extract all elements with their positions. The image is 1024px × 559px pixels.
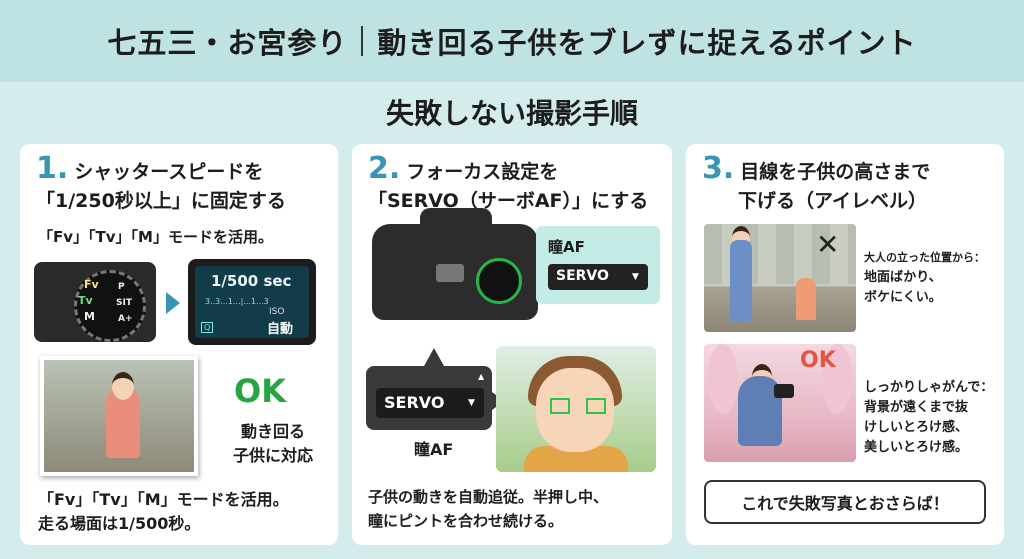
- mode-dial-ring: [74, 270, 146, 342]
- dial-label-tv: Tv: [78, 294, 93, 307]
- servo-select[interactable]: SERVO ▼: [548, 264, 648, 290]
- good-angle-scene: OK: [704, 344, 856, 462]
- dial-label-sit: SIT: [116, 298, 132, 308]
- step1-footer-line2: 走る場面は1/500秒。: [38, 514, 201, 533]
- step2-card: 2.フォーカス設定を 「SERVO（サーボAF）」にする 瞳AF SERVO ▼…: [352, 144, 672, 545]
- bubble-chevron-down-icon: ▼: [468, 398, 475, 408]
- dial-label-auto: A+: [118, 314, 133, 324]
- step3-heading-line2: 下げる（アイレベル）: [738, 190, 928, 212]
- step3-ok-label: OK: [800, 348, 836, 373]
- adult-figure: [730, 240, 752, 322]
- step2-footer-line2: 瞳にピントを合わせ続ける。: [368, 512, 564, 530]
- step1-number: 1.: [36, 151, 69, 186]
- bad-angle-scene: ✕: [704, 224, 856, 332]
- header-title-right: 動き回る子供をブレずに捉えるポイント: [377, 26, 917, 60]
- step3-card: 3.目線を子供の高さまで 下げる（アイレベル） ✕ 大人の立った位置から： 地面…: [686, 144, 1004, 545]
- step1-footer-line1: 「Fv」「Tv」「M」モードを活用。: [38, 490, 289, 509]
- step2-heading-line1: フォーカス設定を: [406, 161, 559, 183]
- step1-heading-line2: 「1/250秒以上」に固定する: [36, 190, 286, 212]
- running-child-photo: [40, 356, 198, 476]
- final-message-box: これで失敗写真とおさらば！: [704, 480, 986, 524]
- header-separator: [361, 26, 364, 56]
- camera-icon: [774, 384, 794, 398]
- dial-label-p: P: [118, 282, 125, 292]
- dial-label-m: M: [84, 310, 95, 323]
- page-subtitle: 失敗しない撮影手順: [385, 97, 638, 130]
- good-text-line4: 美しいとろけ感。: [864, 440, 969, 455]
- mode-dial-image: Fv Tv M P SIT A+: [34, 262, 156, 342]
- camera-lcd-screen: 1/500 sec 3..3...1...|...1...3 ISO 自動 Q: [188, 259, 316, 345]
- step2-heading: 2.フォーカス設定を: [368, 154, 559, 185]
- cross-icon: ✕: [816, 228, 840, 261]
- step1-heading-line1: シャッタースピードを: [74, 161, 264, 183]
- step2-number: 2.: [368, 151, 401, 186]
- lcd-q-icon: Q: [201, 322, 214, 333]
- step1-ok-label: OK: [234, 372, 286, 410]
- step2-footer-line1: 子供の動きを自動追従。半押し中、: [368, 488, 609, 506]
- child-face-image: [496, 346, 656, 472]
- good-text-line2: 背景が遠くまで抜: [864, 400, 969, 415]
- child-head: [112, 372, 134, 400]
- lcd-iso-label: ISO: [269, 307, 285, 317]
- child-figure-small: [796, 278, 816, 320]
- step3-number: 3.: [702, 151, 735, 186]
- good-text-line3: けしいとろけ感、: [864, 420, 969, 435]
- eye-af-panel: 瞳AF SERVO ▼: [536, 226, 660, 304]
- bubble-eye-af-label: 瞳AF: [414, 440, 454, 459]
- camera-dial-highlight: [476, 258, 522, 304]
- step3-heading-line1: 目線を子供の高さまで: [740, 161, 931, 183]
- eye-af-title: 瞳AF: [548, 238, 585, 256]
- good-text-line1: しっかりしゃがんで：: [864, 380, 994, 395]
- step1-card: 1.シャッタースピードを 「1/250秒以上」に固定する 「Fv」「Tv」「M」…: [20, 144, 338, 545]
- speech-bubble: ▲ SERVO ▼: [366, 348, 504, 430]
- step1-heading: 1.シャッタースピードを: [36, 154, 264, 185]
- servo-select-value: SERVO: [556, 268, 609, 284]
- bubble-arrow-up-icon: ▲: [478, 372, 485, 381]
- step2-heading-line2: 「SERVO（サーボAF）」にする: [368, 190, 649, 212]
- bad-text-line1: 大人の立った位置から：: [864, 251, 985, 264]
- arrow-right-icon: [166, 292, 180, 314]
- eye-focus-frame-left: [550, 398, 570, 414]
- hot-shoe: [436, 264, 464, 282]
- step1-ok-sub-line1: 動き回る: [240, 422, 305, 441]
- dial-label-fv: Fv: [84, 278, 99, 291]
- header-title-left: 七五三・お宮参り: [107, 26, 348, 60]
- lcd-exposure-scale: 3..3...1...|...1...3: [205, 297, 269, 306]
- lcd-shutter-speed: 1/500 sec: [211, 272, 292, 290]
- chevron-down-icon: ▼: [632, 272, 639, 282]
- lcd-iso-value: 自動: [267, 322, 294, 337]
- camera-body-image: [372, 208, 538, 320]
- page-header: 七五三・お宮参り 動き回る子供をブレずに捉えるポイント: [0, 0, 1024, 82]
- bad-text-line3: ボケにくい。: [864, 290, 942, 305]
- bubble-servo-value: SERVO: [384, 393, 445, 412]
- step3-heading: 3.目線を子供の高さまで: [702, 154, 931, 185]
- step1-ok-sub-line2: 子供に対応: [232, 446, 313, 465]
- step1-mode-text: 「Fv」「Tv」「M」モードを活用。: [38, 228, 273, 246]
- bubble-servo-select[interactable]: SERVO ▼: [376, 388, 484, 418]
- bad-text-line2: 地面ばかり、: [864, 270, 942, 285]
- eye-focus-frame-right: [586, 398, 606, 414]
